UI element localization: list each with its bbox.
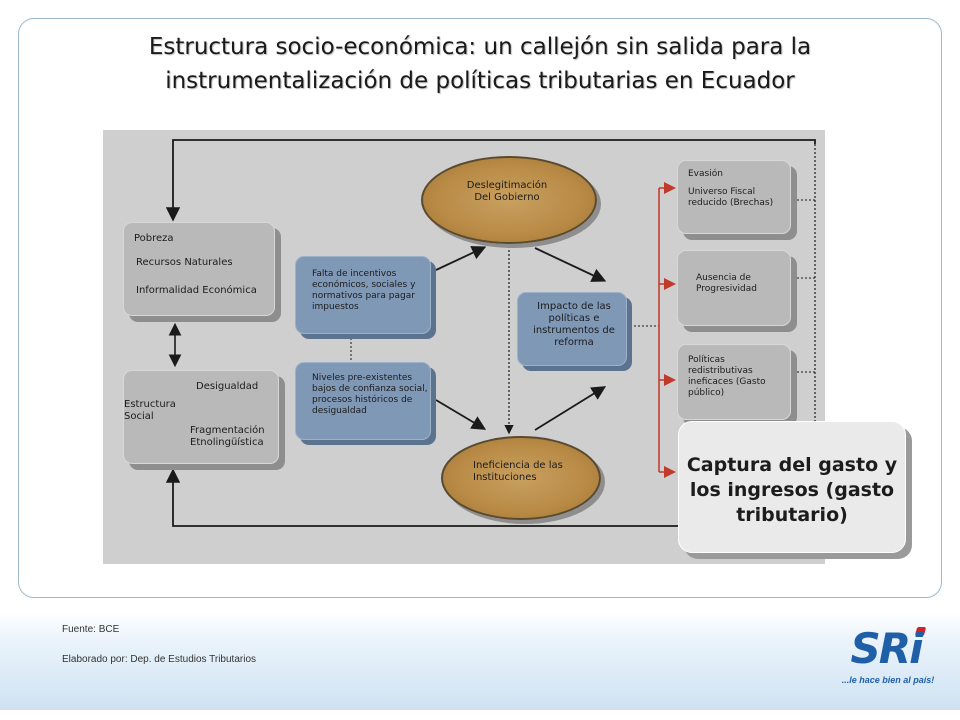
ineficiencia-label: Ineficiencia de las Instituciones	[473, 460, 563, 483]
ausencia-label: Ausencia de Progresividad	[696, 273, 757, 294]
impacto-box: Impacto de las políticas e instrumentos …	[517, 292, 627, 366]
recursos-label: Recursos Naturales	[136, 257, 233, 268]
impacto-label: Impacto de las políticas e instrumentos …	[533, 301, 615, 348]
fragmentacion-label: Fragmentación Etnolingüística	[190, 425, 265, 448]
desigualdad-label: Desigualdad	[196, 381, 259, 392]
logo-text: SRi	[850, 624, 924, 673]
diagram-canvas: Pobreza Recursos Naturales Informalidad …	[103, 130, 825, 564]
niveles-confianza-box: Niveles pre-existentes bajos de confianz…	[295, 362, 431, 440]
politicas-box: Políticas redistributivas ineficaces (Ga…	[677, 344, 791, 420]
author-label: Elaborado por: Dep. de Estudios Tributar…	[62, 654, 256, 665]
deslegitimacion-label: Deslegitimación Del Gobierno	[466, 180, 548, 203]
connector-lines	[165, 139, 816, 527]
evasion-box: Evasión Universo Fiscal reducido (Brecha…	[677, 160, 791, 234]
deslegitimacion-oval: Deslegitimación Del Gobierno	[421, 156, 597, 244]
arrow-deslegit-impacto	[534, 247, 607, 282]
pobreza-label: Pobreza	[134, 233, 174, 244]
estructura-label: Estructura Social	[124, 399, 176, 422]
captura-callout-text: Captura del gasto y los ingresos (gasto …	[686, 454, 898, 526]
informalidad-label: Informalidad Económica	[136, 285, 257, 296]
politicas-label: Políticas redistributivas ineficaces (Ga…	[688, 355, 766, 398]
logo-tagline: ...le hace bien al país!	[841, 675, 935, 685]
sri-logo: SRi ...le hace bien al país!	[838, 625, 938, 695]
falta-incentivos-label: Falta de incentivos económicos, sociales…	[312, 269, 416, 312]
arrow-inef-impacto	[534, 386, 607, 431]
arrow-falta-deslegit	[435, 246, 487, 271]
bottom-feedback-line	[165, 468, 683, 527]
ausencia-box: Ausencia de Progresividad	[677, 250, 791, 326]
pobreza-box: Pobreza Recursos Naturales Informalidad …	[123, 222, 275, 316]
top-feedback-line	[165, 139, 816, 222]
footer-band	[0, 612, 960, 710]
evasion-label: Evasión	[688, 169, 723, 179]
universo-label: Universo Fiscal reducido (Brechas)	[688, 187, 774, 208]
estructura-box: Estructura Social Desigualdad Fragmentac…	[123, 370, 279, 464]
arrow-niveles-inef	[435, 399, 487, 430]
captura-callout: Captura del gasto y los ingresos (gasto …	[678, 421, 906, 553]
source-label: Fuente: BCE	[62, 624, 120, 635]
slide-title: Estructura socio-económica: un callejón …	[148, 34, 812, 94]
ineficiencia-oval: Ineficiencia de las Instituciones	[441, 436, 601, 520]
falta-incentivos-box: Falta de incentivos económicos, sociales…	[295, 256, 431, 334]
niveles-confianza-label: Niveles pre-existentes bajos de confianz…	[312, 373, 428, 416]
